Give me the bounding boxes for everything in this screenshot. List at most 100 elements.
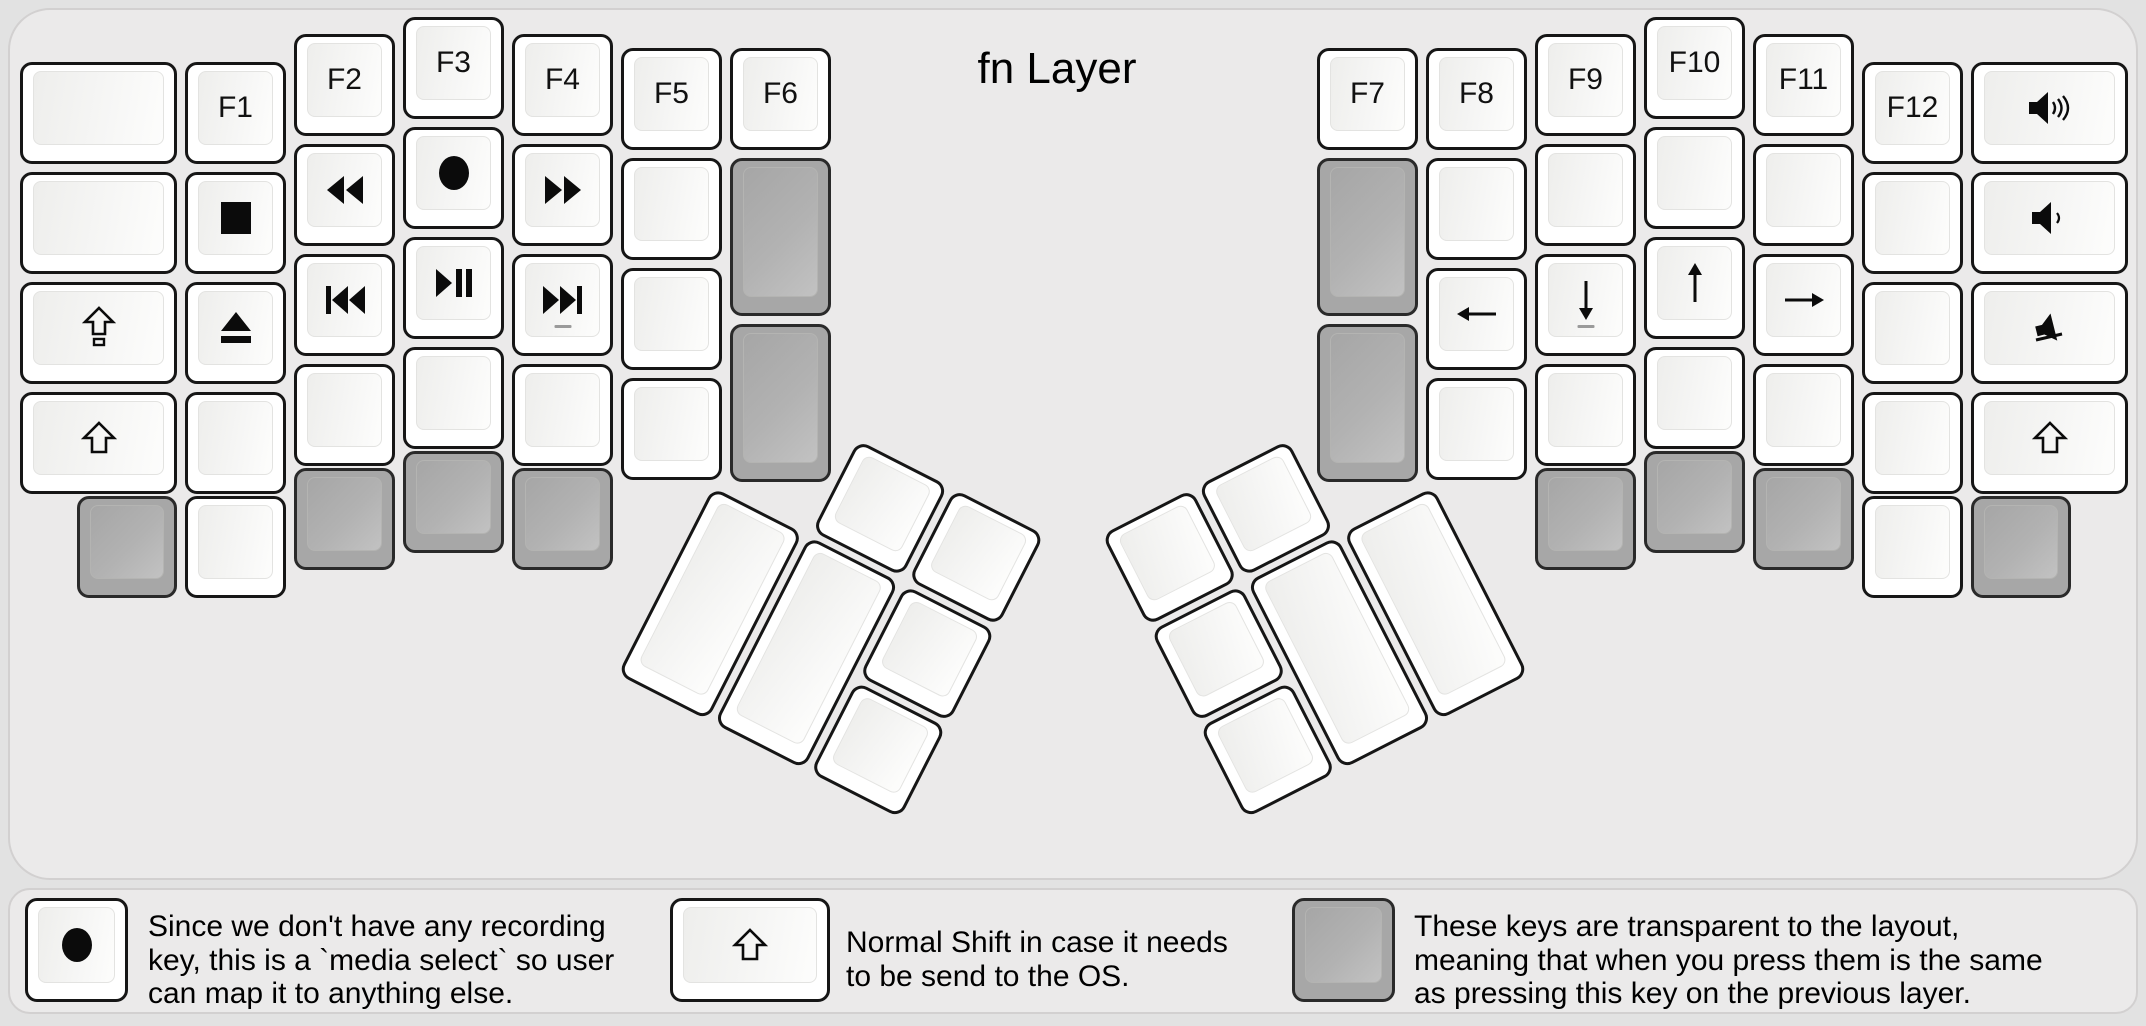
keycap: F6 (743, 57, 818, 131)
f3-key[interactable]: F3 (403, 17, 504, 119)
keycap (1875, 181, 1950, 255)
f7-key[interactable]: F7 (1317, 48, 1418, 150)
arrow-right-key[interactable] (1753, 254, 1854, 356)
blank-top-left-1-key[interactable] (20, 62, 177, 164)
transparent-bottom-left-key[interactable] (77, 496, 177, 598)
f6-key[interactable]: F6 (730, 48, 831, 150)
key-label: F9 (1567, 63, 1603, 96)
shift-right-key[interactable] (1971, 392, 2128, 494)
arrow-up-key[interactable] (1644, 237, 1745, 339)
blank-top-left-2-key[interactable] (20, 172, 177, 274)
blank-l-c2-r4-key[interactable] (185, 392, 286, 494)
page-title: fn Layer (977, 44, 1137, 93)
prev-track-key[interactable] (294, 254, 395, 356)
legend-line: can map it to anything else. (148, 977, 514, 1010)
mute-key[interactable] (1971, 282, 2128, 384)
f1-key[interactable]: F1 (185, 62, 286, 164)
keycap (198, 505, 273, 579)
caps-lock-icon (81, 306, 117, 350)
transparent-l-c7-tall1-key[interactable] (730, 158, 831, 316)
arrow-left-key[interactable] (1426, 268, 1527, 370)
stop-icon (219, 200, 253, 236)
blank-l-c6-r3-key[interactable] (621, 268, 722, 370)
blank-r-c6-r2-key[interactable] (1862, 172, 1963, 274)
key-label: F7 (1349, 77, 1385, 110)
keycap (1984, 505, 2058, 579)
volume-down-key[interactable] (1971, 172, 2128, 274)
blank-r-c6-r3-key[interactable] (1862, 282, 1963, 384)
blank-r-c3-r2-key[interactable] (1535, 144, 1636, 246)
blank-r-c2-r2-key[interactable] (1426, 158, 1527, 260)
f8-key[interactable]: F8 (1426, 48, 1527, 150)
f5-key[interactable]: F5 (621, 48, 722, 150)
keycap (743, 167, 818, 297)
legend-transparent-key-key[interactable] (1292, 898, 1395, 1002)
record-key[interactable] (403, 127, 504, 229)
f4-key[interactable]: F4 (512, 34, 613, 136)
f10-key[interactable]: F10 (1644, 17, 1745, 119)
keycap (1548, 373, 1623, 447)
f9-key[interactable]: F9 (1535, 34, 1636, 136)
volume-up-key[interactable] (1971, 62, 2128, 164)
blank-l-c5-r4-key[interactable] (512, 364, 613, 466)
keycap (1117, 502, 1218, 603)
keycap (416, 136, 491, 210)
transparent-r-c3-r5-key[interactable] (1535, 468, 1636, 570)
legend-shift-key-key[interactable] (670, 898, 830, 1002)
arrow-down-key[interactable] (1535, 254, 1636, 356)
transparent-r-c5-r5-key[interactable] (1753, 468, 1854, 570)
keycap (198, 291, 273, 365)
f11-key[interactable]: F11 (1753, 34, 1854, 136)
keycap (198, 401, 273, 475)
keycap (1657, 246, 1732, 320)
legend-record-key-key[interactable] (25, 898, 128, 1002)
blank-r-c6-r5-key[interactable] (1862, 496, 1963, 598)
next-track-icon (542, 284, 584, 316)
keycap (1548, 263, 1623, 337)
blank-r-c5-r4-key[interactable] (1753, 364, 1854, 466)
legend-text-3: These keys are transparent to the layout… (1414, 910, 2043, 1011)
blank-r-c6-r4-key[interactable] (1862, 392, 1963, 494)
fast-forward-key[interactable] (512, 144, 613, 246)
transparent-l-c4-r5-key[interactable] (403, 451, 504, 553)
blank-r-c4-r4-key[interactable] (1644, 347, 1745, 449)
blank-r-c4-r2-key[interactable] (1644, 127, 1745, 229)
keycap (1305, 907, 1382, 983)
keycap (525, 263, 600, 337)
blank-l-c6-r2-key[interactable] (621, 158, 722, 260)
blank-r-c2-r4-key[interactable] (1426, 378, 1527, 480)
transparent-l-c5-r5-key[interactable] (512, 468, 613, 570)
shift-left-key[interactable] (20, 392, 177, 494)
keycap (1439, 387, 1514, 461)
stop-key[interactable] (185, 172, 286, 274)
blank-r-c3-r4-key[interactable] (1535, 364, 1636, 466)
caps-lock-key[interactable] (20, 282, 177, 384)
keycap: F5 (634, 57, 709, 131)
transparent-r-c1-tall1-key[interactable] (1317, 158, 1418, 316)
legend-line: to be send to the OS. (846, 959, 1130, 993)
transparent-l-c3-r5-key[interactable] (294, 468, 395, 570)
arrow-left-icon (1456, 303, 1498, 325)
keycap (683, 907, 817, 983)
blank-l-c2-r5-key[interactable] (185, 496, 286, 598)
blank-r-c5-r2-key[interactable] (1753, 144, 1854, 246)
rewind-key[interactable] (294, 144, 395, 246)
transparent-bottom-right-key[interactable] (1971, 496, 2071, 598)
f12-key[interactable]: F12 (1862, 62, 1963, 164)
play-pause-key[interactable] (403, 237, 504, 339)
volume-up-icon (2027, 91, 2073, 125)
f2-key[interactable]: F2 (294, 34, 395, 136)
blank-l-c4-r4-key[interactable] (403, 347, 504, 449)
transparent-r-c1-tall2-key[interactable] (1317, 324, 1418, 482)
keycap (1875, 291, 1950, 365)
transparent-l-c7-tall2-key[interactable] (730, 324, 831, 482)
keycap (307, 477, 382, 551)
transparent-r-c4-r5-key[interactable] (1644, 451, 1745, 553)
legend-line: as pressing this key on the previous lay… (1414, 977, 1971, 1010)
blank-l-c3-r4-key[interactable] (294, 364, 395, 466)
next-track-key[interactable] (512, 254, 613, 356)
eject-key[interactable] (185, 282, 286, 384)
blank-l-c6-r4-key[interactable] (621, 378, 722, 480)
legend-line: These keys are transparent to the layout… (1414, 910, 1960, 943)
